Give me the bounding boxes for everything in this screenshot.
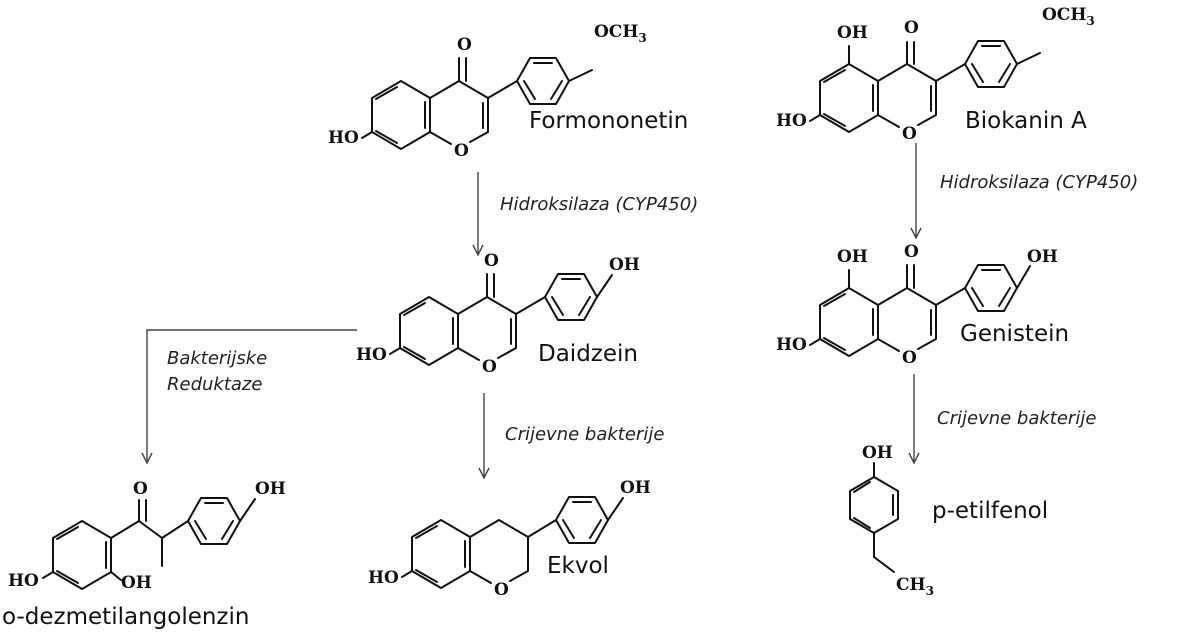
enzyme-reductase-line1: Bakterijske: [167, 348, 267, 369]
etilfenol-name: p-etilfenol: [932, 498, 1048, 524]
biokanin-name: Biokanin A: [965, 108, 1087, 134]
genistein-name: Genistein: [960, 321, 1069, 347]
biokanin-structure: OH O OCH3 HO O Biokanin A: [776, 5, 1095, 144]
genistein-4-hydroxyl: OH: [1027, 247, 1058, 267]
odma-name: o-dezmetilangolenzin: [2, 604, 249, 630]
genistein-structure: OH O OH HO O Genistein: [776, 242, 1069, 368]
ekvol-name: Ekvol: [547, 553, 609, 579]
etilfenol-bonds: [849, 462, 899, 573]
etilfenol-structure: OH CH3 p-etilfenol: [849, 443, 1048, 598]
daidzein-carbonyl-o: O: [484, 251, 499, 271]
enzyme-hydroxylase-left: Hidroksilaza (CYP450): [500, 194, 698, 215]
formononetin-structure: O OCH3 HO O Formononetin: [328, 22, 688, 161]
odma-carbonyl-o: O: [133, 479, 148, 499]
genistein-7-hydroxyl: HO: [776, 335, 807, 355]
etilfenol-hydroxyl: OH: [862, 443, 893, 463]
odma-structure: O OH HO OH o-dezmetilangolenzin: [2, 479, 286, 630]
formononetin-name: Formononetin: [529, 108, 688, 134]
genistein-carbonyl-o: O: [904, 242, 919, 262]
genistein-ring-o: O: [902, 348, 917, 368]
formononetin-hydroxyl: HO: [328, 128, 359, 148]
ekvol-bonds: [401, 496, 624, 589]
enzyme-gut-bacteria-right: Crijevne bakterije: [937, 408, 1096, 429]
enzyme-hydroxylase-right: Hidroksilaza (CYP450): [940, 172, 1138, 193]
ekvol-ring-o: O: [494, 580, 509, 600]
biokanin-ring-o: O: [902, 124, 917, 144]
etilfenol-methyl-main: CH: [896, 575, 926, 595]
daidzein-name: Daidzein: [538, 341, 638, 367]
formononetin-methoxy-main: OCH: [594, 22, 638, 42]
biokanin-methoxy-main: OCH: [1042, 5, 1086, 25]
daidzein-4-hydroxyl: OH: [609, 255, 640, 275]
biokanin-5-hydroxyl: OH: [837, 23, 868, 43]
arrow-daidzein-to-odma: [147, 329, 357, 463]
biokanin-methoxy-sub: 3: [1086, 14, 1094, 28]
genistein-bonds: [809, 264, 1031, 357]
odma-bonds: [42, 497, 256, 590]
biokanin-bonds: [809, 40, 1041, 133]
biokanin-methoxy: OCH3: [1042, 5, 1095, 28]
etilfenol-methyl-sub: 3: [926, 584, 934, 598]
ekvol-4-hydroxyl: OH: [620, 478, 651, 498]
biokanin-7-hydroxyl: HO: [776, 111, 807, 131]
formononetin-ring-o: O: [454, 141, 469, 161]
formononetin-bonds: [361, 57, 593, 150]
genistein-5-hydroxyl: OH: [837, 247, 868, 267]
daidzein-bonds: [389, 273, 613, 366]
biokanin-carbonyl-o: O: [904, 18, 919, 38]
daidzein-ring-o: O: [482, 357, 497, 377]
enzyme-gut-bacteria-left: Crijevne bakterije: [505, 424, 664, 445]
daidzein-structure: O OH HO O Daidzein: [356, 251, 640, 377]
formononetin-methoxy: OCH3: [594, 22, 647, 45]
formononetin-methoxy-sub: 3: [638, 31, 646, 45]
ekvol-structure: OH HO O Ekvol: [368, 478, 651, 600]
odma-2-hydroxyl: OH: [121, 573, 152, 593]
odma-4-hydroxyl-resorcinol: HO: [8, 571, 39, 591]
etilfenol-methyl: CH3: [896, 575, 934, 598]
formononetin-carbonyl-o: O: [457, 35, 472, 55]
ekvol-7-hydroxyl: HO: [368, 568, 399, 588]
odma-4-hydroxyl: OH: [255, 479, 286, 499]
enzyme-reductase-line2: Reduktaze: [167, 374, 262, 395]
daidzein-7-hydroxyl: HO: [356, 345, 387, 365]
